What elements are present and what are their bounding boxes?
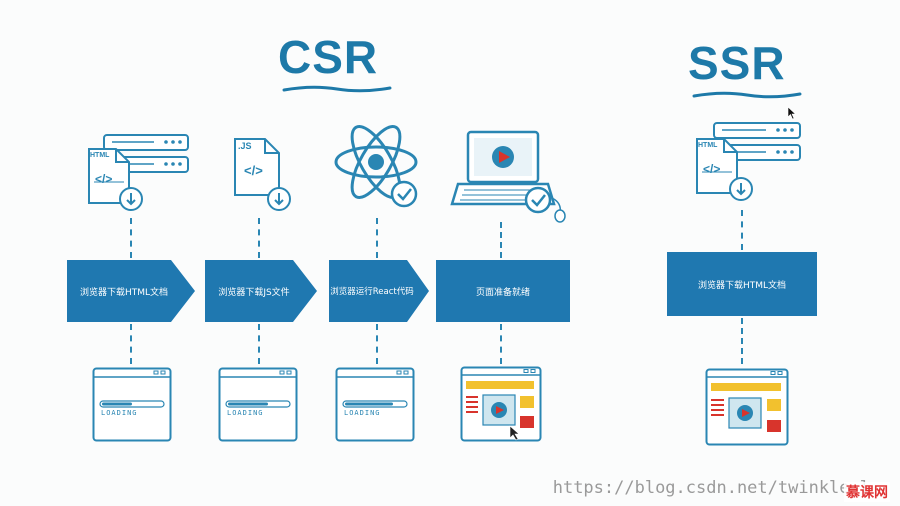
csr-step-label-3: 浏览器运行React代码 (330, 287, 414, 297)
rendered-page-icon (705, 368, 789, 446)
html-tag-label: HTML (698, 142, 718, 149)
connector-line (130, 324, 132, 364)
code-glyph: </> (244, 163, 263, 178)
connector-line (741, 210, 743, 250)
csr-title-underline (282, 85, 392, 93)
html-document-icon (88, 148, 130, 204)
js-document-icon (234, 138, 280, 196)
csr-step-label-1: 浏览器下载HTML文档 (79, 287, 169, 298)
connector-line (741, 318, 743, 364)
react-atom-icon (334, 125, 418, 208)
ssr-step-box-1: 浏览器下载HTML文档 (667, 252, 817, 316)
loading-label: LOADING (344, 409, 381, 417)
loading-screen-icon: LOADING (335, 367, 415, 442)
download-badge-icon (119, 187, 143, 211)
connector-line (258, 324, 260, 364)
step-arrow-shape (205, 260, 317, 322)
loading-screen-icon: LOADING (218, 367, 298, 442)
step-arrow-shape (67, 260, 195, 322)
csr-title: CSR (278, 31, 379, 83)
connector-line (500, 222, 502, 258)
code-glyph: </> (703, 162, 721, 176)
js-tag-label: .JS (238, 141, 252, 151)
download-badge-icon (729, 177, 753, 201)
mouse-cursor-icon (787, 106, 797, 120)
browser-window-frame (335, 367, 415, 442)
connector-line (258, 218, 260, 258)
rendered-page-icon (460, 366, 542, 442)
connector-line (130, 218, 132, 258)
csr-step2-icon: .JS </> (228, 132, 308, 222)
browser-window-frame (218, 367, 298, 442)
connector-line (376, 218, 378, 258)
brand-logo: 慕课网 (844, 482, 890, 502)
code-glyph: </> (95, 172, 113, 186)
csr-step-box-2: 浏览器下载JS文件 (205, 260, 317, 322)
csr-step-box-1: 浏览器下载HTML文档 (67, 260, 195, 322)
html-document-icon (696, 138, 738, 194)
download-badge-icon (267, 187, 291, 211)
csr-step-label-2: 浏览器下载JS文件 (218, 287, 290, 298)
loading-screen-icon: LOADING (92, 367, 172, 442)
loading-label: LOADING (101, 409, 138, 417)
csr-step-box-3: 浏览器运行React代码 (329, 260, 429, 322)
connector-line (376, 324, 378, 364)
ssr-title: SSR (688, 37, 786, 89)
loading-label: LOADING (227, 409, 264, 417)
html-tag-label: HTML (90, 152, 110, 159)
step-arrow-shape (329, 260, 429, 322)
laptop-video-icon (450, 130, 566, 223)
ssr-step1-icon: HTML </> (690, 118, 810, 208)
csr-step-label-4: 页面准备就绪 (475, 287, 530, 298)
browser-window-frame (92, 367, 172, 442)
ssr-step-label-1: 浏览器下载HTML文档 (697, 280, 787, 291)
csr-step-box-4: 页面准备就绪 (436, 260, 570, 322)
ssr-title-underline (692, 91, 802, 99)
connector-line (500, 324, 502, 364)
url-watermark: https://blog.csdn.net/twinkle_l (552, 478, 870, 498)
csr-step1-icon: HTML </> (82, 128, 192, 218)
